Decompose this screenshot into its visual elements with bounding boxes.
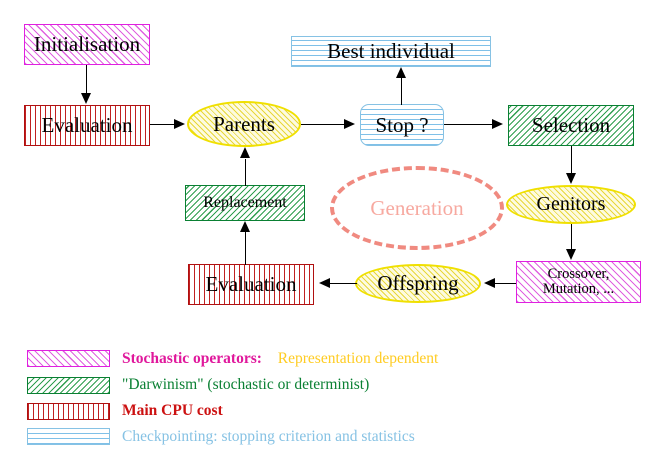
node-generation-grouping: Generation — [330, 166, 504, 250]
edge-parents-to-stop — [301, 124, 346, 126]
node-initialisation-label: Initialisation — [33, 32, 141, 57]
node-evaluation-top-label: Evaluation — [41, 113, 133, 138]
arrowhead-evaluation-to-replacement — [240, 221, 250, 232]
arrowhead-selection-to-genitors — [566, 173, 576, 184]
edge-stop-to-selection — [444, 124, 494, 126]
edge-stop-to-best-individual — [401, 78, 403, 105]
legend-swatch-stochastic-operators — [27, 350, 110, 367]
node-stop[interactable]: Stop ? — [360, 104, 444, 146]
node-genitors-label: Genitors — [536, 193, 606, 215]
node-initialisation[interactable]: Initialisation — [24, 24, 150, 65]
legend-label-checkpointing: Checkpointing: stopping criterion and st… — [122, 428, 415, 446]
edge-genitors-to-crossover — [571, 224, 573, 250]
edge-crossover-to-offspring — [495, 283, 516, 285]
node-parents[interactable]: Parents — [187, 101, 301, 147]
arrowhead-genitors-to-crossover — [566, 249, 576, 260]
legend-swatch-darwinism — [27, 377, 110, 394]
node-best-individual-label: Best individual — [327, 39, 455, 64]
arrowhead-offspring-to-evaluation — [319, 278, 330, 288]
legend-label-stochastic-operators: Stochastic operators: Representation dep… — [122, 350, 438, 368]
edge-selection-to-genitors — [571, 146, 573, 174]
node-stop-label: Stop ? — [375, 112, 429, 137]
node-evaluation-top[interactable]: Evaluation — [24, 105, 150, 146]
node-parents-label: Parents — [213, 111, 275, 136]
node-selection-label: Selection — [531, 113, 611, 138]
node-offspring-label: Offspring — [377, 271, 459, 296]
legend-swatch-checkpointing — [27, 428, 110, 445]
legend-text-checkpointing: Checkpointing: stopping criterion and st… — [122, 428, 415, 445]
edge-offspring-to-evaluation — [330, 283, 357, 285]
legend-text-stochastic-operators: Stochastic operators: — [122, 350, 262, 367]
node-evaluation-bottom[interactable]: Evaluation — [188, 264, 314, 305]
node-generation-label: Generation — [370, 195, 464, 220]
legend-text-darwinism: "Darwinism" (stochastic or determinist) — [122, 376, 370, 393]
node-offspring[interactable]: Offspring — [355, 264, 481, 303]
legend-text-main-cpu-cost: Main CPU cost — [122, 402, 223, 419]
node-replacement-label: Replacement — [203, 193, 287, 211]
node-crossover-mutation-line1: Crossover, — [547, 265, 610, 282]
node-genitors[interactable]: Genitors — [506, 185, 636, 224]
arrowhead-crossover-to-offspring — [484, 278, 495, 288]
edge-initialisation-to-evaluation — [86, 65, 88, 94]
arrowhead-evaluation-to-parents — [174, 119, 185, 129]
node-crossover-mutation[interactable]: Crossover, Mutation, ... — [516, 261, 641, 303]
arrowhead-stop-to-best-individual — [396, 67, 406, 78]
edge-replacement-to-parents — [245, 159, 247, 186]
node-replacement[interactable]: Replacement — [185, 185, 305, 221]
arrowhead-stop-to-selection — [492, 119, 503, 129]
edge-evaluation-to-parents — [150, 124, 176, 126]
node-selection[interactable]: Selection — [508, 105, 634, 146]
legend-label-main-cpu-cost: Main CPU cost — [122, 402, 223, 420]
arrowhead-replacement-to-parents — [240, 147, 250, 158]
arrowhead-initialisation-to-evaluation — [81, 93, 91, 104]
arrowhead-parents-to-stop — [344, 119, 355, 129]
node-crossover-mutation-line2: Mutation, ... — [542, 281, 615, 297]
legend-swatch-main-cpu-cost — [27, 403, 110, 420]
edge-evaluation-to-replacement — [245, 232, 247, 265]
legend-label-darwinism: "Darwinism" (stochastic or determinist) — [122, 376, 369, 394]
legend-accent-representation-dependent: Representation dependent — [277, 350, 439, 367]
node-best-individual[interactable]: Best individual — [291, 36, 491, 67]
node-evaluation-bottom-label: Evaluation — [205, 272, 297, 297]
